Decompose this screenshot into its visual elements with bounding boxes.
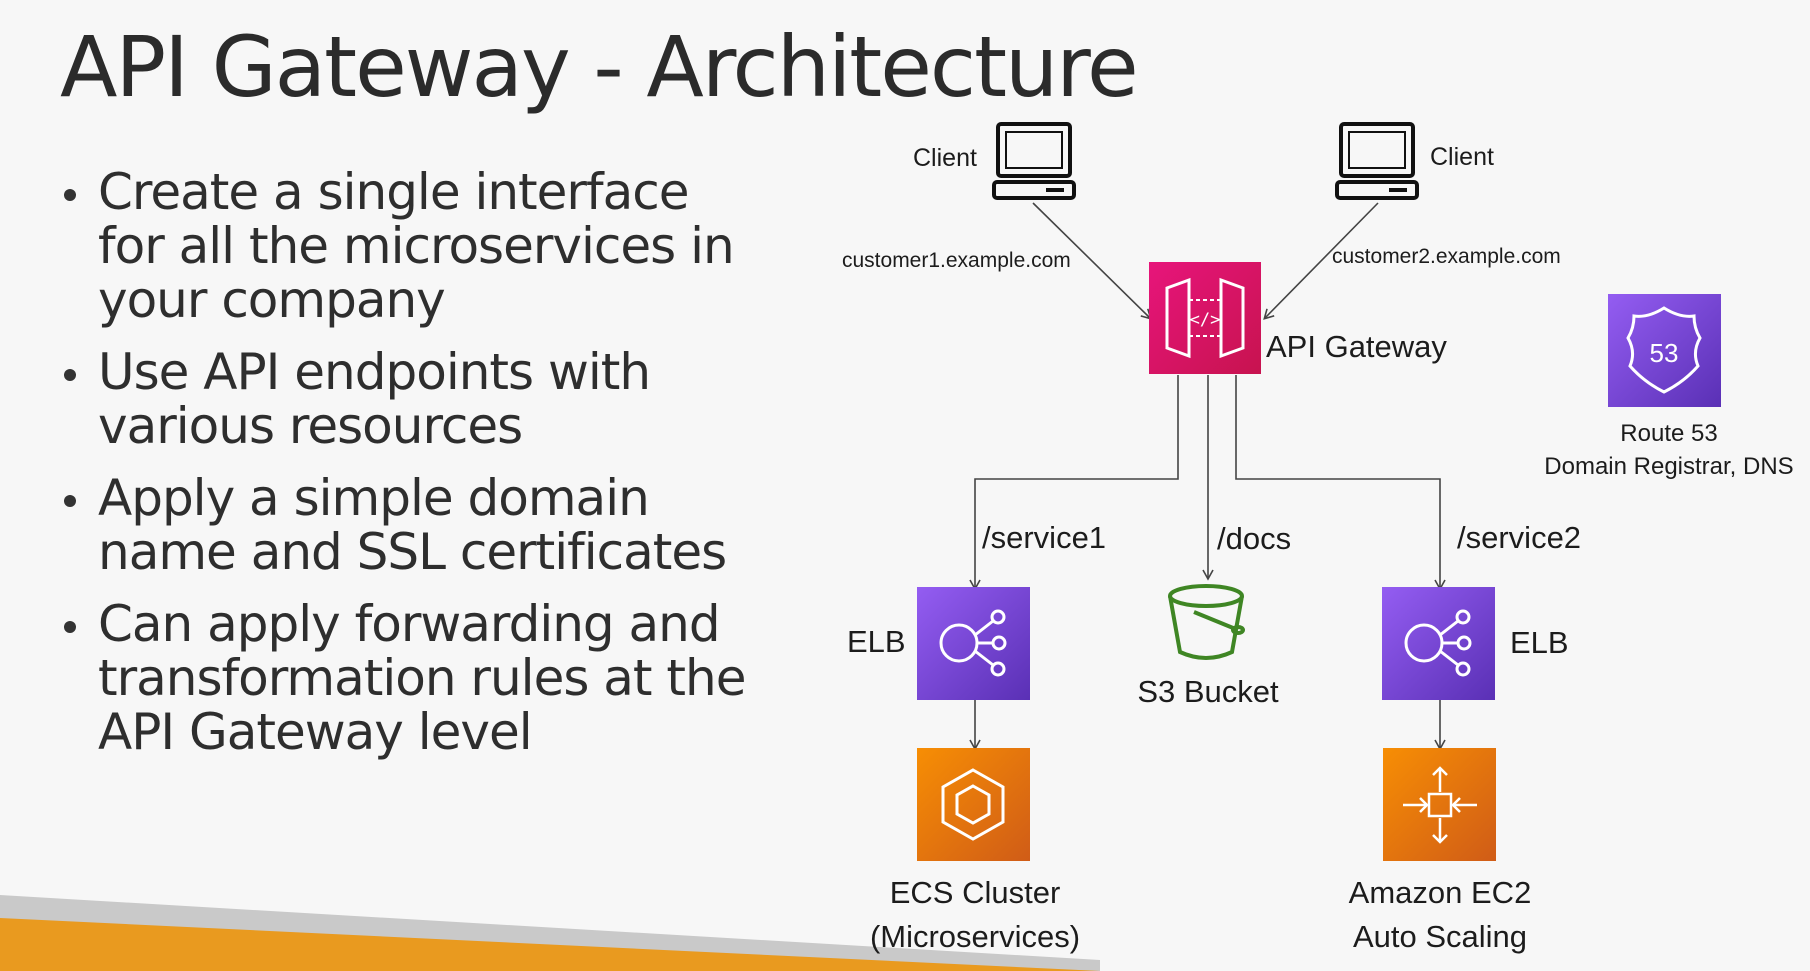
path-service1-label: /service1	[982, 520, 1106, 555]
bullet-dot	[64, 369, 76, 381]
connector-client-left	[1032, 202, 1152, 320]
ecs-cluster-icon	[917, 748, 1030, 861]
api-gateway-label: API Gateway	[1266, 329, 1447, 364]
bullet-item: Apply a simple domain name and SSL certi…	[60, 471, 760, 579]
bullet-list: Create a single interface for all the mi…	[60, 165, 760, 777]
api-gateway-icon: </>	[1149, 262, 1261, 374]
domain-right-label: customer2.example.com	[1332, 245, 1561, 268]
elb-right-icon	[1382, 587, 1495, 700]
connectors	[969, 202, 1446, 751]
connector-client-right	[1263, 202, 1379, 320]
s3-bucket-label: S3 Bucket	[1137, 674, 1279, 709]
s3-bucket-icon	[1168, 584, 1245, 660]
bullet-dot	[64, 189, 76, 201]
client-left-icon	[992, 122, 1076, 200]
client-left-label: Client	[913, 144, 977, 172]
bullet-text: Create a single interface for all the mi…	[98, 163, 735, 329]
ec2-auto-scaling-icon	[1383, 748, 1496, 861]
path-service2-label: /service2	[1457, 520, 1581, 555]
connector-service1	[969, 375, 1179, 591]
bullet-item: Can apply forwarding and transformation …	[60, 597, 760, 759]
elb-left-icon	[917, 587, 1030, 700]
elb-left-label: ELB	[847, 624, 906, 659]
bullet-dot	[64, 495, 76, 507]
slide-title: API Gateway - Architecture	[60, 18, 1139, 116]
banner-orange	[0, 918, 1100, 971]
client-right-label: Client	[1430, 143, 1494, 171]
elb-right-label: ELB	[1510, 625, 1569, 660]
svg-text:</>: </>	[1190, 310, 1221, 330]
route53-badge-text: 53	[1650, 338, 1679, 368]
domain-left-label: customer1.example.com	[842, 249, 1071, 272]
bullet-dot	[64, 621, 76, 633]
route53-icon: 53	[1608, 294, 1721, 407]
path-docs-label: /docs	[1217, 521, 1291, 556]
client-right-icon	[1335, 122, 1419, 200]
bullet-text: Use API endpoints with various resources	[98, 343, 651, 455]
bullet-item: Create a single interface for all the mi…	[60, 165, 760, 327]
ecs-label-line2: (Microservices)	[870, 919, 1080, 954]
ec2-label-line1: Amazon EC2	[1349, 875, 1532, 910]
connector-service2	[1235, 375, 1446, 591]
ec2-label-line2: Auto Scaling	[1353, 919, 1527, 954]
route53-label-line2: Domain Registrar, DNS	[1544, 453, 1793, 480]
route53-label-line1: Route 53	[1620, 420, 1717, 447]
bullet-item: Use API endpoints with various resources	[60, 345, 760, 453]
bullet-text: Apply a simple domain name and SSL certi…	[98, 469, 727, 581]
bullet-text: Can apply forwarding and transformation …	[98, 595, 746, 761]
ecs-label-line1: ECS Cluster	[890, 875, 1061, 910]
